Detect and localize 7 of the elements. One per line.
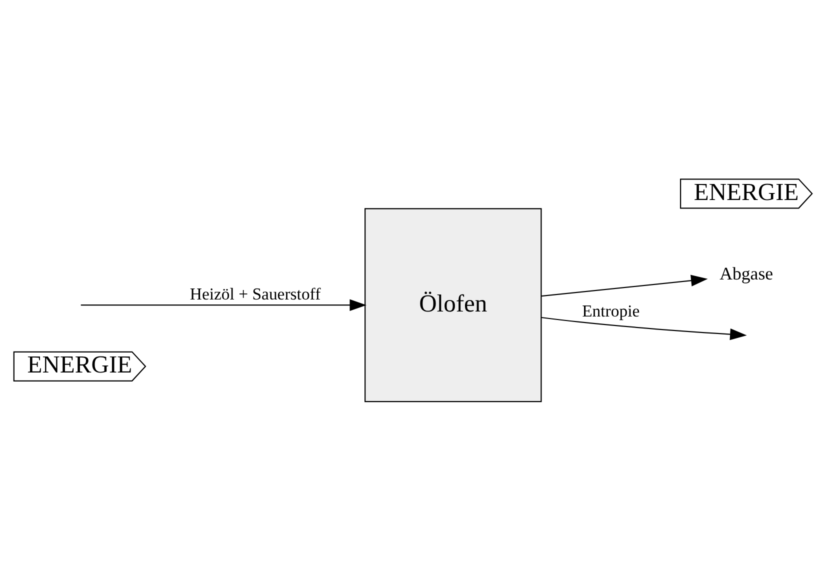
edge-label: Heizöl + Sauerstoff [190,284,321,304]
node-box: Ölofen [364,208,542,402]
arrow [80,299,366,311]
arrow [541,274,708,297]
edge-label: Entropie [582,301,640,320]
arrow [541,316,747,340]
node-text: Abgase [720,263,774,284]
